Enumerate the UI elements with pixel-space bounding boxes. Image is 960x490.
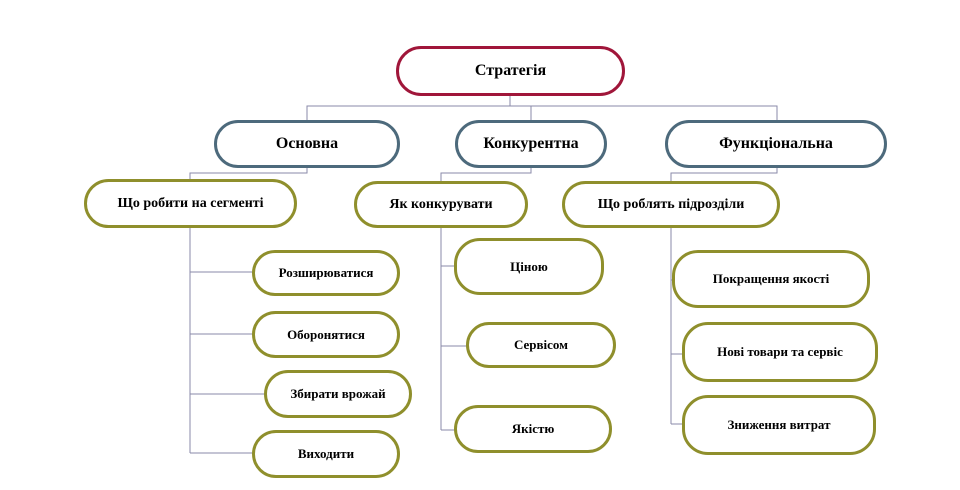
node-new-products-service-label: Нові товари та сервіс [717, 344, 843, 359]
node-units-actions-label: Що роблять підрозділи [597, 196, 745, 212]
connector-main-segment [189, 165, 308, 180]
node-how-to-compete-label: Як конкурувати [389, 196, 493, 212]
connector-compete-children [440, 227, 468, 431]
node-cost-reduction-label: Зниження витрат [727, 417, 831, 432]
node-segment-actions-label: Що робити на сегменті [117, 195, 264, 211]
strategy-root-label: Стратегія [474, 62, 547, 79]
node-main-strategy-label: Основна [275, 135, 339, 152]
node-functional-strategy: Функціональна [665, 120, 887, 168]
node-competitive-strategy: Конкурентна [455, 120, 607, 168]
node-defend-label: Оборонятися [287, 326, 365, 342]
node-competitive-strategy-label: Конкурентна [483, 135, 579, 152]
node-main-strategy: Основна [214, 120, 400, 168]
node-harvest: Збирати врожай [264, 370, 412, 418]
node-service: Сервісом [466, 322, 616, 368]
connector-competitive-how [440, 165, 532, 182]
node-functional-strategy-label: Функціональна [719, 135, 833, 152]
node-service-label: Сервісом [513, 337, 569, 352]
connector-root-bus [306, 95, 778, 122]
node-units-actions: Що роблять підрозділи [562, 181, 780, 228]
node-harvest-label: Збирати врожай [290, 386, 386, 401]
node-price-label: Ціною [510, 258, 548, 274]
node-quality: Якістю [454, 405, 612, 453]
node-exit-label: Виходити [297, 446, 355, 461]
node-expand-label: Розширюватися [278, 265, 374, 280]
node-quality-improvement: Покращення якості [672, 250, 870, 308]
node-defend: Оборонятися [252, 311, 400, 358]
node-cost-reduction: Зниження витрат [682, 395, 876, 455]
strategy-root: Стратегія [396, 46, 625, 96]
node-how-to-compete: Як конкурувати [354, 181, 528, 228]
connector-functional-units [670, 165, 778, 182]
node-exit: Виходити [252, 430, 400, 478]
node-expand: Розширюватися [252, 250, 400, 296]
connector-segment-children [189, 227, 266, 454]
node-quality-label: Якістю [511, 421, 555, 436]
node-new-products-service: Нові товари та сервіс [682, 322, 878, 382]
node-price: Ціною [454, 238, 604, 295]
node-quality-improvement-label: Покращення якості [712, 271, 830, 286]
node-segment-actions: Що робити на сегменті [84, 179, 297, 228]
